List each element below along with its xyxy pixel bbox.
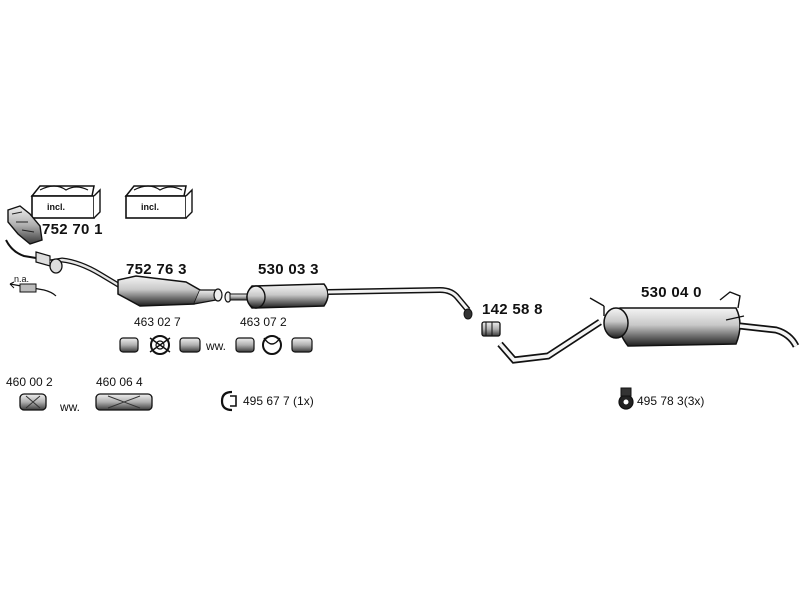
clamp-set-1[interactable] — [119, 335, 201, 355]
kit-label-incl-1: incl. — [47, 202, 66, 212]
part-number-530033[interactable]: 530 03 3 — [258, 261, 319, 278]
note-na: n.a. — [14, 274, 30, 284]
rubber-mount-icon[interactable] — [618, 387, 634, 410]
part-number-460002[interactable]: 460 00 2 — [6, 375, 53, 389]
note-ww-repair: ww. — [60, 400, 81, 414]
kit-box-2[interactable] — [124, 185, 193, 219]
clamp-set-2[interactable] — [235, 335, 313, 355]
part-number-463072[interactable]: 463 07 2 — [240, 315, 287, 329]
part-number-530040[interactable]: 530 04 0 — [641, 284, 702, 301]
part-number-495783[interactable]: 495 78 3(3x) — [637, 394, 705, 408]
centre-silencer[interactable] — [224, 283, 473, 320]
front-pipe-part[interactable] — [5, 205, 51, 267]
clamp-hook-icon[interactable] — [220, 390, 237, 412]
note-ww-clamps: ww. — [206, 339, 227, 353]
catalytic-converter[interactable] — [49, 257, 223, 307]
part-number-463027[interactable]: 463 02 7 — [134, 315, 181, 329]
kit-label-incl-2: incl. — [141, 202, 160, 212]
kit-box-1[interactable] — [30, 185, 101, 219]
connector-sleeve[interactable] — [481, 321, 501, 337]
part-number-142588[interactable]: 142 58 8 — [482, 301, 543, 318]
rear-silencer[interactable] — [497, 291, 800, 364]
part-number-752701[interactable]: 752 70 1 — [42, 221, 103, 238]
part-number-460064[interactable]: 460 06 4 — [96, 375, 143, 389]
part-number-495677[interactable]: 495 67 7 (1x) — [243, 394, 314, 408]
part-number-752763[interactable]: 752 76 3 — [126, 261, 187, 278]
repair-pipe-1[interactable] — [19, 393, 47, 411]
lambda-sensor[interactable] — [9, 281, 57, 297]
repair-pipe-2[interactable] — [95, 393, 153, 411]
